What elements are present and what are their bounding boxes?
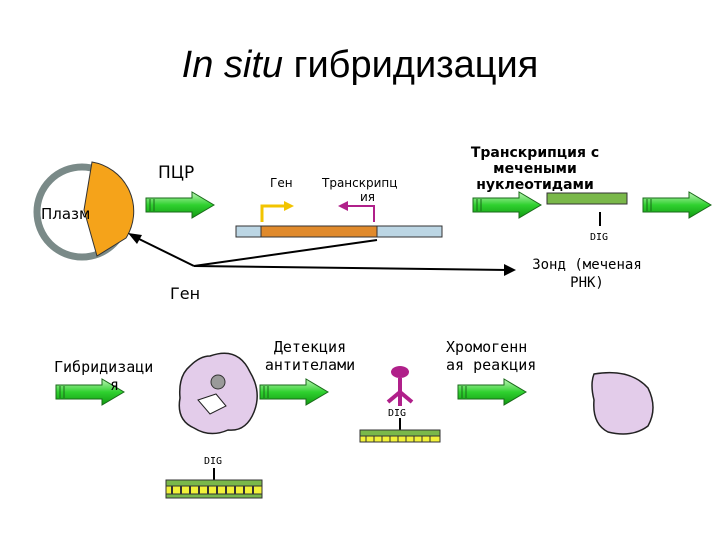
promoter-arrow-icon [338, 201, 348, 211]
dig-label: DIG [590, 232, 609, 243]
labeled-transcription-label: Транскрипция с мечеными нуклеотидами [470, 145, 600, 193]
arrow-right-icon [472, 191, 542, 219]
pcr-label: ПЦР [158, 163, 195, 183]
gene-label-mid: Ген [170, 284, 201, 303]
antibody-icon [386, 366, 414, 406]
arrow-right-icon [259, 378, 329, 406]
promoter-arrow-icon [284, 201, 294, 211]
arrowhead-icon [504, 264, 516, 276]
probe-label: Зонд (меченая РНК) [532, 257, 642, 291]
probe-strand [359, 429, 441, 437]
arrow-right-icon [642, 191, 712, 219]
probe-strand [165, 479, 263, 487]
embryo-cell-icon [178, 352, 258, 435]
chromogenic-label: Хромогенн ая реакция [446, 338, 537, 374]
probe-strand [165, 493, 263, 499]
promoter-arrow-icon [260, 204, 286, 222]
transcription-label: Транскрипц ия [322, 176, 398, 204]
arrowhead-icon [128, 233, 142, 244]
antibody-detection-label: Детекция антителами [264, 338, 356, 374]
dig-label: DIG [388, 408, 407, 419]
connector-line [193, 265, 509, 271]
strand-bonds [171, 486, 254, 494]
connector-line [193, 239, 378, 267]
connector-arrow [134, 236, 195, 267]
gene-label-top: Ген [270, 176, 293, 190]
plasmid-icon [33, 161, 135, 261]
promoter-arrow-icon [343, 205, 375, 222]
stained-cell-icon [591, 371, 654, 435]
page-title: In situ гибридизация [181, 44, 539, 86]
strand-bonds [365, 436, 431, 442]
target-strand [359, 435, 441, 443]
probe-strand [546, 192, 628, 205]
arrow-right-icon [457, 378, 527, 406]
plasmid-label: Плазм [41, 205, 91, 223]
arrow-right-icon [145, 191, 215, 219]
hybridization-label: Гибридизаци я [54, 358, 154, 394]
gene-segment [260, 225, 378, 238]
dig-label: DIG [204, 456, 223, 467]
